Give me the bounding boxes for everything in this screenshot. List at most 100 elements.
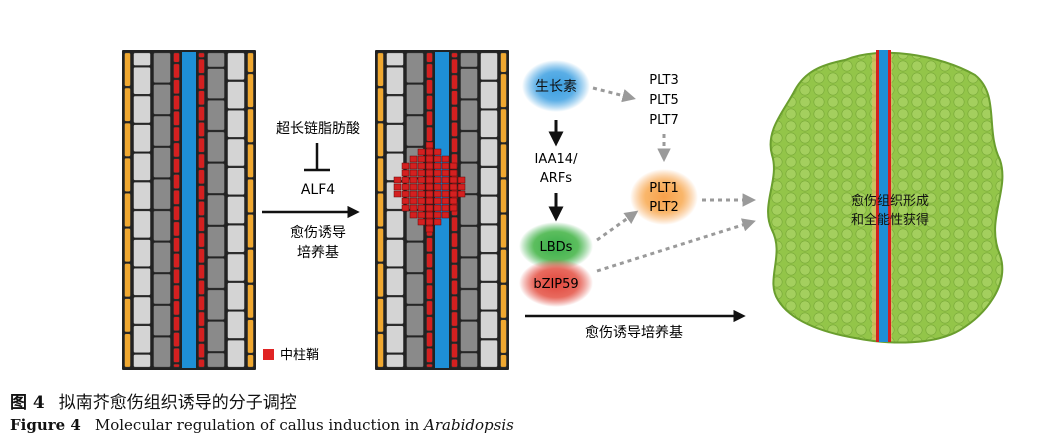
root-cell [133,124,151,153]
root-cell [451,216,458,232]
root-cell [426,63,433,79]
pericycle-legend-label: 中柱鞘 [280,348,319,363]
root-cell [207,52,225,68]
proliferating-pericycle-cell [449,197,458,205]
root-cell [500,354,507,368]
proliferating-pericycle-cell [433,148,442,156]
root-cell [198,232,205,248]
root-cell [426,237,433,253]
root-cell [198,137,205,153]
root-cell [198,295,205,311]
root-cell [124,157,131,192]
root-cell [173,316,180,332]
lbds-label: LBDs [540,240,573,255]
root-cell [451,74,458,90]
root-cell [173,284,180,300]
pericycle-legend-swatch [263,349,274,360]
root-cell [377,157,384,192]
root-cell [460,99,478,131]
root-cell [173,63,180,79]
root-cell [247,319,254,354]
proliferating-pericycle-cell [441,176,450,184]
proliferating-pericycle-cell [401,162,410,170]
proliferating-pericycle-cell [425,197,434,205]
root-cell [377,298,384,333]
root-cell [500,108,507,143]
bzip59-to-callus-arrow [596,218,756,273]
root-cell [480,339,498,368]
proliferating-pericycle-cell [417,218,426,226]
root-cell [451,122,458,137]
caption-en-number: Figure 4 [10,416,81,434]
root-cell [198,359,205,368]
proliferating-pericycle-cell [449,169,458,177]
root-cell [406,84,424,115]
proliferating-pericycle-cell [441,162,450,170]
root-cell [386,210,404,239]
root-cell [207,163,225,194]
proliferating-pericycle-cell [393,176,402,184]
proliferating-pericycle-cell [433,204,442,212]
root-cell [451,248,458,264]
root-cell [173,205,180,221]
root-cell [426,347,433,363]
medium-label-line2: 培养基 [297,244,339,261]
proliferating-pericycle-cell [401,169,410,177]
proliferating-pericycle-cell [425,190,434,198]
root-cell [406,242,424,273]
root-cell [227,109,245,138]
proliferating-pericycle-cell [449,190,458,198]
proliferating-pericycle-cell [393,183,402,191]
proliferating-pericycle-cell [441,211,450,219]
proliferating-pericycle-cell [425,148,434,156]
root-normal [122,50,256,370]
proliferating-pericycle-cell [401,176,410,184]
proliferating-pericycle-cell [417,162,426,170]
root-cell [173,332,180,347]
caption-cn-text: 拟南芥愈伤组织诱导的分子调控 [58,393,297,413]
root-cell [386,124,404,153]
proliferating-pericycle-cell [409,155,418,163]
root-cell [426,363,433,368]
root-cell [153,273,171,305]
proliferating-pericycle-cell [409,162,418,170]
bzip59-label: bZIP59 [533,277,578,292]
root-cell [124,263,131,298]
root-cell [426,268,433,284]
callus-pericycle-left [876,50,879,342]
root-cell [426,95,433,110]
root-cell [124,87,131,122]
root-cell [386,267,404,296]
root-cell [227,52,245,81]
root-cell [247,52,254,73]
root-cell [451,90,458,106]
root-cell [386,52,404,66]
proliferating-pericycle-cell [425,141,434,149]
proliferating-pericycle-cell [409,190,418,198]
root-cell [173,174,180,189]
proliferating-pericycle-cell [441,169,450,177]
proliferating-pericycle-cell [417,176,426,184]
root-cell [247,354,254,368]
iaa14-label: IAA14/ [535,152,579,167]
root-cell [451,264,458,280]
callus-mass [767,50,1004,344]
proliferating-pericycle-cell [409,197,418,205]
root-cell [406,273,424,305]
root-cell [198,106,205,122]
proliferating-pericycle-cell [409,211,418,219]
root-cell [377,228,384,263]
proliferating-pericycle-cell [425,204,434,212]
root-cell [406,52,424,84]
root-cell [460,257,478,289]
auxin-to-plt357-arrow [592,86,636,103]
root-cell [207,68,225,99]
proliferating-pericycle-cell [417,155,426,163]
root-cell [198,280,205,295]
root-cell [173,221,180,237]
root-cell [480,224,498,253]
proliferating-pericycle-cell [409,183,418,191]
root-cell [377,87,384,122]
proliferating-pericycle-cell [417,190,426,198]
auxin-label: 生长素 [535,79,577,95]
